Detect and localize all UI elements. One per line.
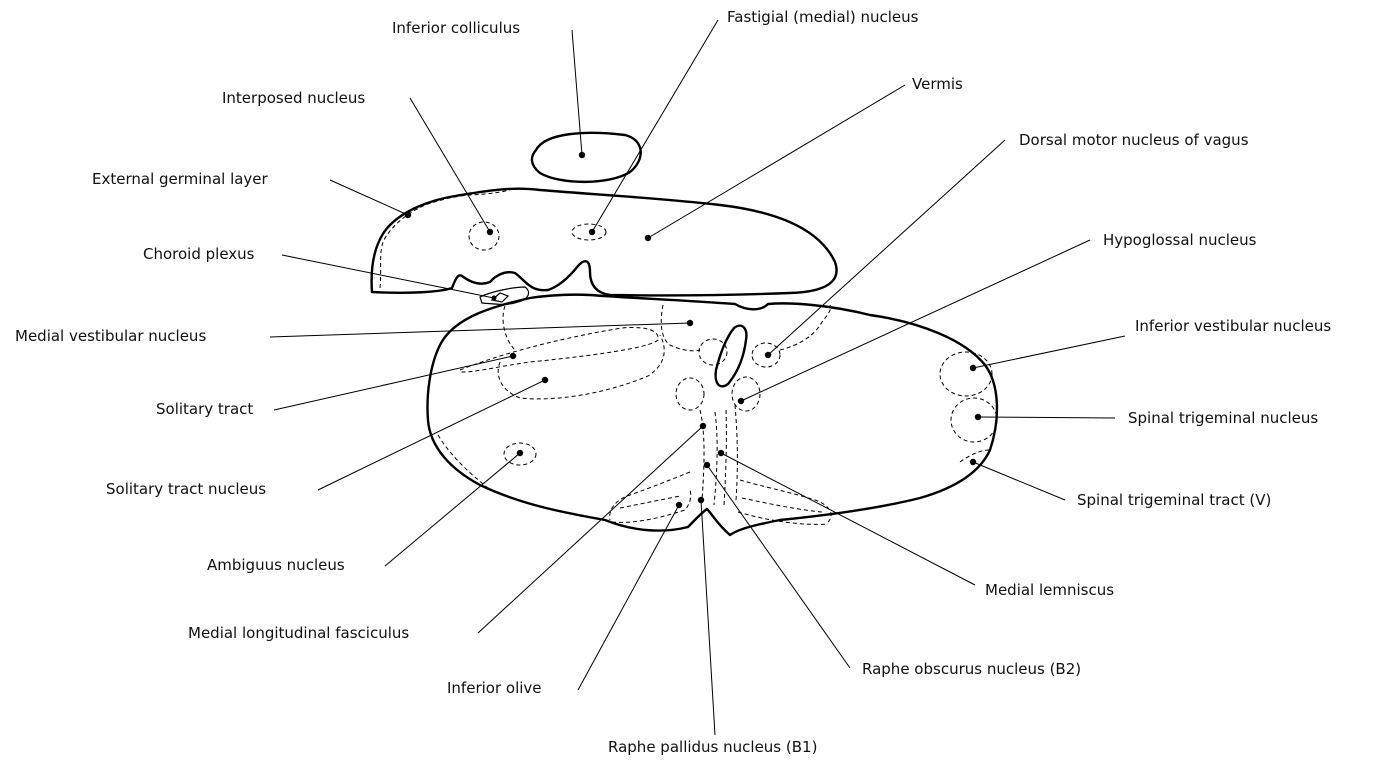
label-inferior-vestibular-nucleus: Inferior vestibular nucleus	[1135, 317, 1331, 335]
leader-spinal-trigeminal-tract	[969, 458, 1066, 501]
leader-raphe-obscurus-nucleus	[703, 461, 851, 669]
leader-fastigial-nucleus	[588, 19, 719, 236]
leader-solitary-tract	[273, 352, 517, 411]
choroid-plexus-shape	[479, 286, 530, 305]
label-external-germinal-layer: External germinal layer	[92, 170, 269, 188]
label-medial-lemniscus: Medial lemniscus	[985, 581, 1114, 599]
label-solitary-tract: Solitary tract	[156, 400, 253, 418]
label-fastigial-nucleus: Fastigial (medial) nucleus	[727, 8, 919, 26]
leader-hypoglossal-nucleus	[737, 239, 1091, 405]
leader-choroid-plexus	[281, 254, 497, 301]
label-hypoglossal-nucleus: Hypoglossal nucleus	[1103, 231, 1257, 249]
leader-external-germinal-layer	[329, 179, 412, 219]
label-interposed-nucleus: Interposed nucleus	[222, 89, 365, 107]
label-spinal-trigeminal-nucleus: Spinal trigeminal nucleus	[1128, 409, 1318, 427]
leader-inferior-colliculus	[571, 29, 586, 159]
leader-inferior-vestibular-nucleus	[969, 335, 1126, 372]
label-raphe-obscurus-nucleus: Raphe obscurus nucleus (B2)	[862, 660, 1081, 678]
label-ambiguus-nucleus: Ambiguus nucleus	[207, 556, 345, 574]
leader-medial-vestibular-nucleus	[269, 319, 694, 338]
leader-interposed-nucleus	[409, 97, 494, 236]
inferior-colliculus-shape	[530, 131, 642, 184]
label-spinal-trigeminal-tract: Spinal trigeminal tract (V)	[1077, 491, 1271, 509]
leader-vermis	[644, 84, 906, 242]
dashed-nuclei	[437, 221, 998, 525]
label-dorsal-motor-vagus: Dorsal motor nucleus of vagus	[1019, 131, 1249, 149]
leader-ambiguus-nucleus	[384, 449, 524, 567]
leader-medial-longitudinal-fasciculus	[477, 422, 707, 634]
leader-dorsal-motor-vagus	[764, 139, 1006, 359]
cerebellum-shape	[370, 187, 838, 297]
label-raphe-pallidus-nucleus: Raphe pallidus nucleus (B1)	[608, 738, 817, 756]
leader-raphe-pallidus-nucleus	[697, 496, 716, 736]
label-medial-longitudinal-fasciculus: Medial longitudinal fasciculus	[188, 624, 409, 642]
label-medial-vestibular-nucleus: Medial vestibular nucleus	[15, 327, 206, 345]
leader-inferior-olive	[577, 501, 683, 691]
leader-solitary-tract-nucleus	[317, 376, 549, 491]
leader-medial-lemniscus	[717, 449, 976, 586]
label-inferior-colliculus: Inferior colliculus	[392, 19, 520, 37]
label-solitary-tract-nucleus: Solitary tract nucleus	[106, 480, 266, 498]
label-choroid-plexus: Choroid plexus	[143, 245, 255, 263]
label-inferior-olive: Inferior olive	[447, 679, 542, 697]
label-vermis: Vermis	[912, 75, 963, 93]
medulla-shape	[426, 293, 999, 537]
leader-spinal-trigeminal-nucleus	[974, 413, 1116, 421]
